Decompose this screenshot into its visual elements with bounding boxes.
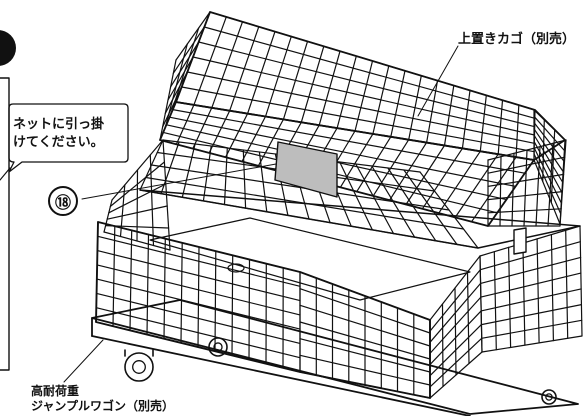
leader-bottom-label [63,339,104,383]
left-frame [0,77,10,371]
leader-top-label [417,45,459,117]
bubble-outline [8,103,129,173]
leader-18 [81,163,277,200]
hook-instruction-text: ネットに引っ掛 けてください。 [13,117,105,150]
trolley-label: 高耐荷重 ジャンプルワゴン（別売） [31,384,174,414]
lower-cage-drawing [95,139,583,399]
step-circle [0,30,16,66]
net-panel [274,141,338,198]
trolley-label-line2: ジャンプルワゴン（別売） [31,399,175,413]
part-number-badge: ⑱ [48,186,78,216]
trolley-label-line1: 高耐荷重 [31,384,80,398]
top-basket-label: 上置きカゴ（別売） [458,32,576,47]
bubble-pointer [0,167,11,181]
